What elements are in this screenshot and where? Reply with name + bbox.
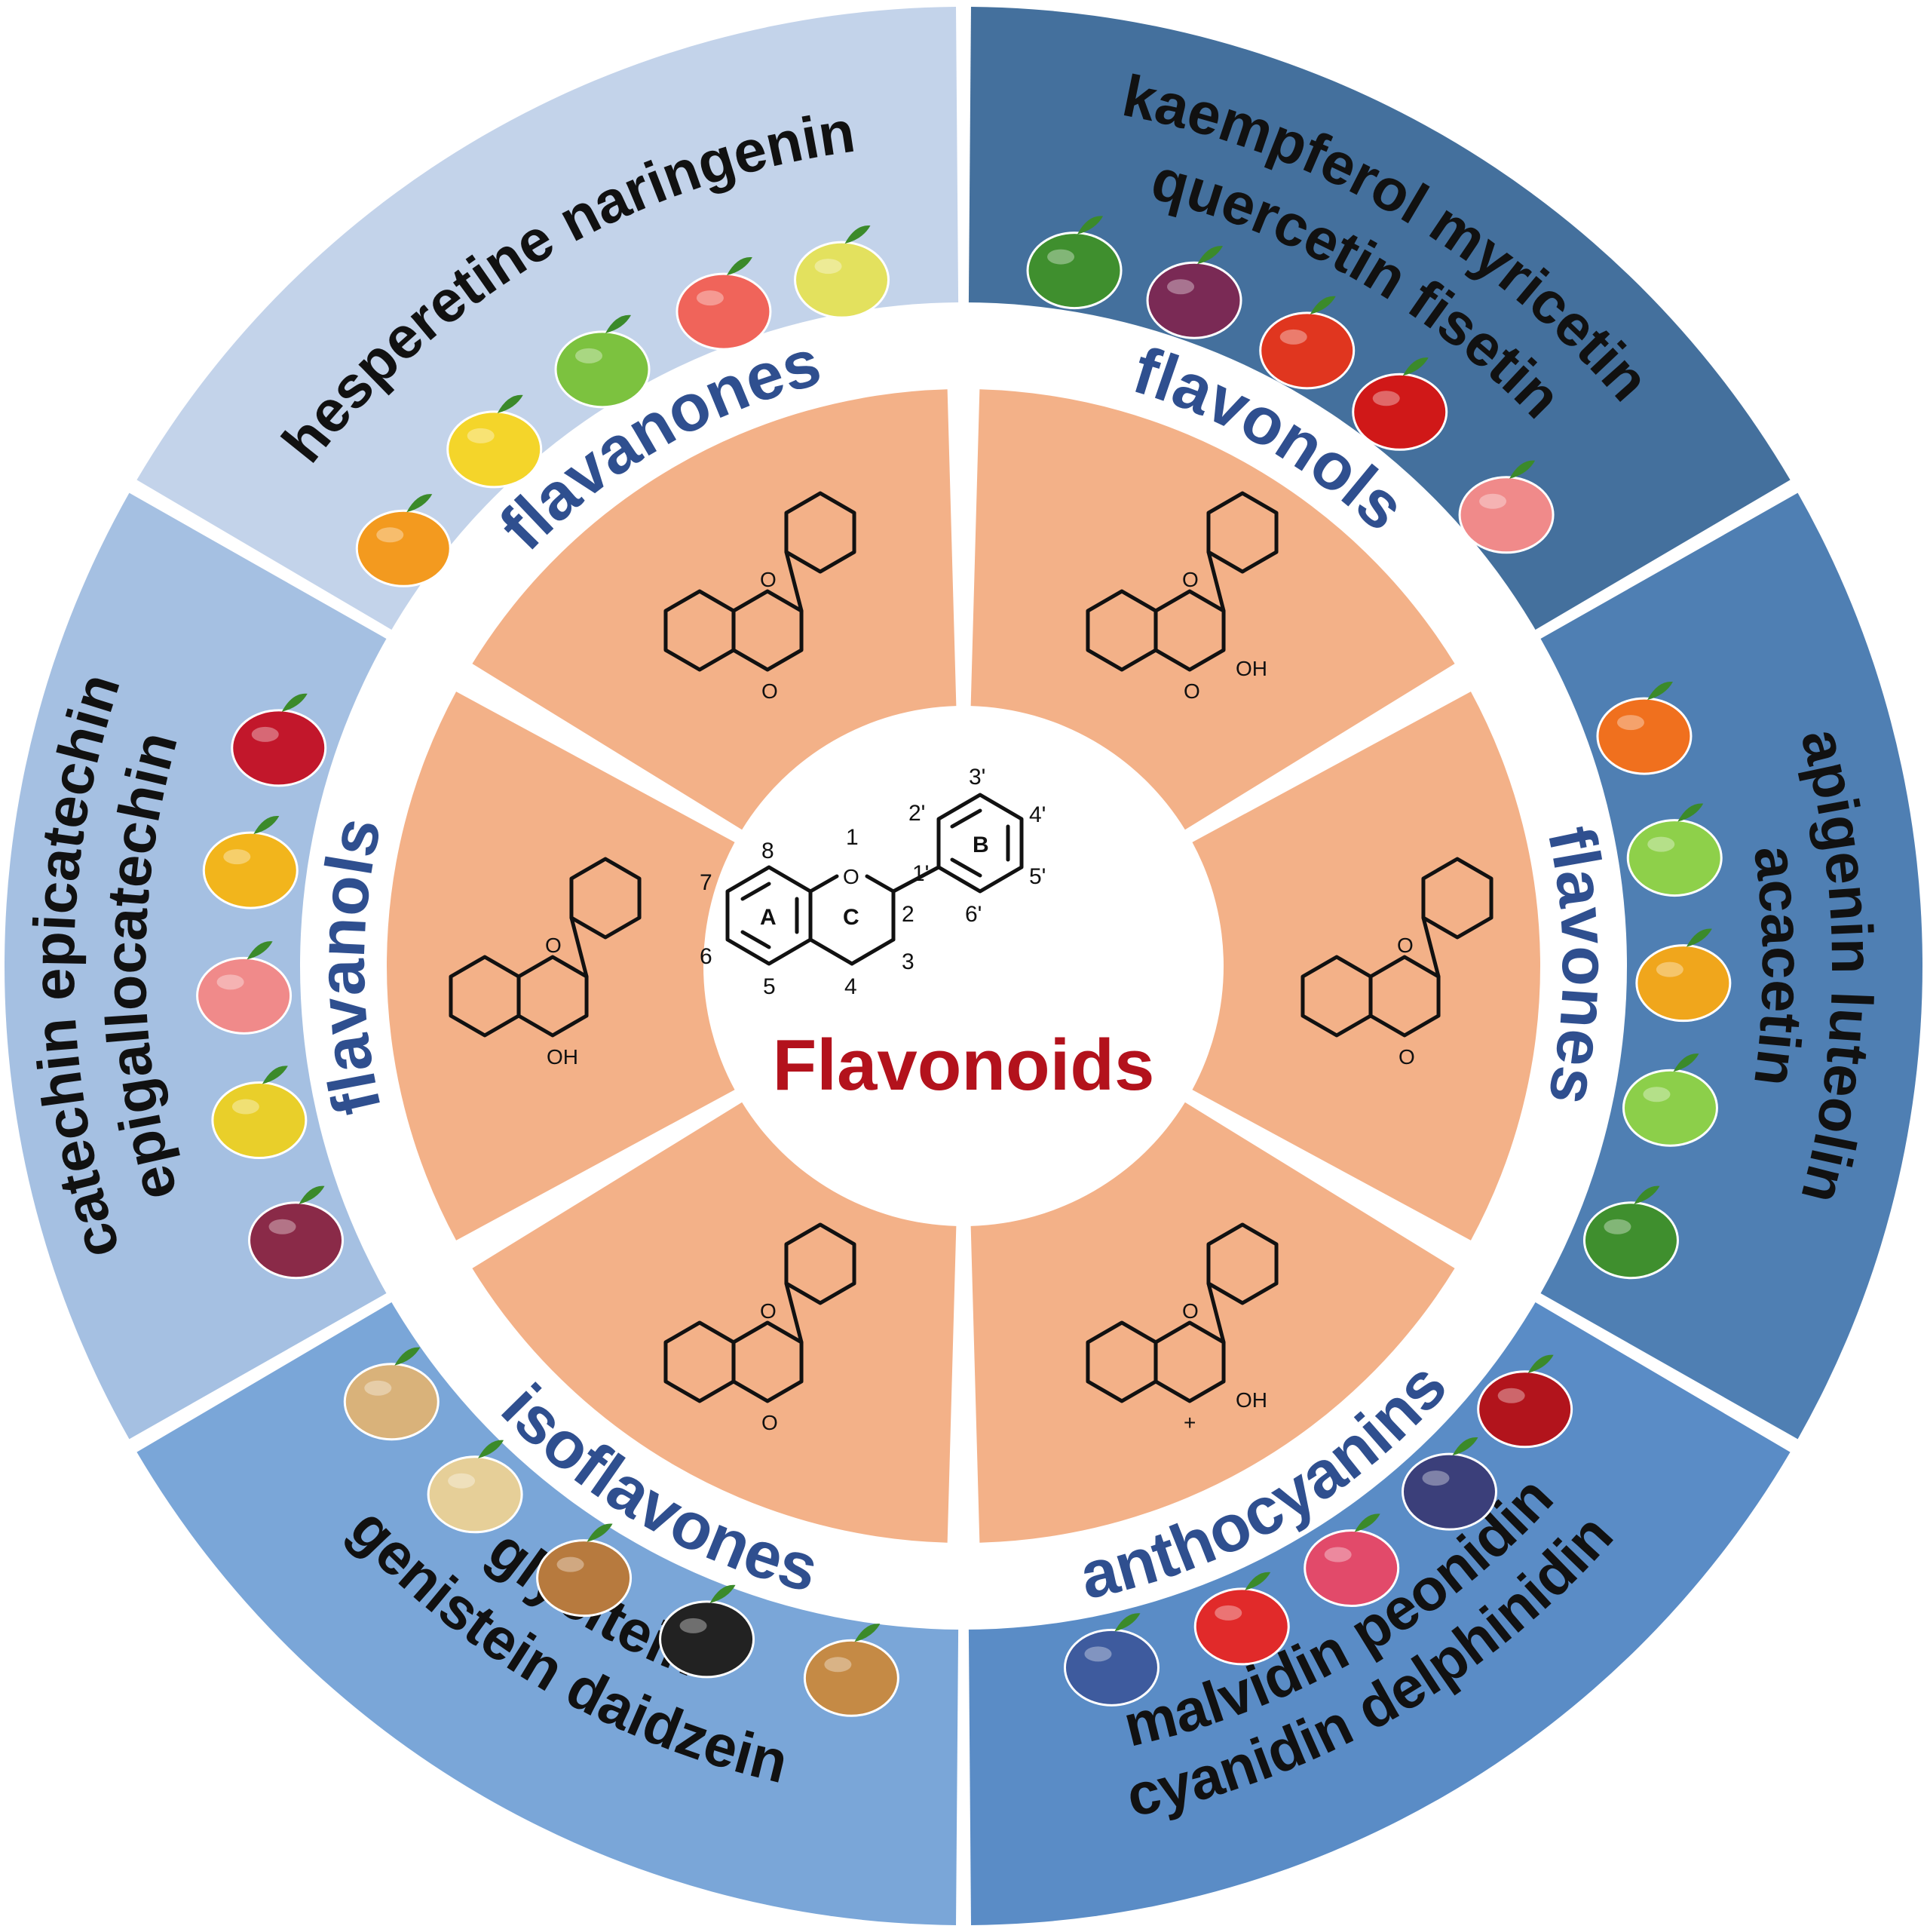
lettuce-icon xyxy=(1626,803,1723,897)
inner-sector-flavones xyxy=(1192,692,1541,1240)
structure-atom-isoflavones-0: O xyxy=(760,1299,777,1323)
pos-8: 8 xyxy=(761,839,774,863)
cherry-icon xyxy=(1477,1354,1573,1449)
black-bean-icon xyxy=(659,1584,755,1679)
inner-ring xyxy=(387,389,1541,1543)
structure-atom-flavones-1: O xyxy=(1399,1045,1415,1069)
grapefruit-icon xyxy=(676,256,772,351)
pos-4: 4 xyxy=(844,974,857,999)
soybean-icon xyxy=(427,1440,523,1534)
structure-atom-flavonols-0: O xyxy=(1182,568,1199,591)
pos-2p: 2' xyxy=(908,801,925,826)
broad-bean-icon xyxy=(803,1624,899,1717)
orange-icon xyxy=(355,494,452,587)
ring-a-label: A xyxy=(760,905,777,930)
structure-atom-flavanols-0: O xyxy=(545,934,562,957)
pomelo-icon xyxy=(794,225,890,319)
pos-1p: 1' xyxy=(912,861,929,886)
onion-icon xyxy=(1146,246,1242,339)
raspberry-icon xyxy=(1304,1513,1400,1608)
strawberry-icon xyxy=(1193,1572,1290,1666)
structure-atom-flavones-0: O xyxy=(1397,934,1414,957)
inner-sector-isoflavones xyxy=(472,1102,957,1543)
structure-atom-flavanones-1: O xyxy=(761,679,778,703)
peach-icon xyxy=(196,941,293,1035)
ring-c-label: C xyxy=(843,905,859,930)
structure-atom-anthocyanins-1: + xyxy=(1184,1411,1196,1434)
structure-atom-anthocyanins-2: OH xyxy=(1236,1388,1267,1412)
pos-6p: 6' xyxy=(965,902,982,927)
pos-2: 2 xyxy=(902,902,914,927)
structure-atom-flavonols-1: O xyxy=(1184,679,1200,703)
pear-icon xyxy=(211,1066,308,1160)
structure-flavanols: O OH xyxy=(449,857,642,1069)
structure-atom-isoflavones-1: O xyxy=(761,1411,778,1434)
chili-pepper-icon xyxy=(1352,357,1448,451)
inner-sector-flavanols xyxy=(387,692,735,1240)
core-structure: O A B C 1 2 3 4 5 6 7 8 1' 2' 3' 4' 5' 6… xyxy=(700,765,1046,999)
diagram-title: Flavonoids xyxy=(773,1025,1155,1106)
structure-atom-flavanones-0: O xyxy=(760,568,777,591)
peach-icon xyxy=(1458,460,1555,554)
blueberry-icon xyxy=(1063,1613,1160,1707)
red-grape-icon xyxy=(248,1185,345,1280)
lime-icon xyxy=(554,314,651,409)
structure-atom-flavonols-2: OH xyxy=(1236,657,1267,680)
apple-icon xyxy=(231,693,327,787)
inner-sector-flavonols xyxy=(970,389,1455,830)
center-disc xyxy=(711,713,1216,1219)
structure-flavonols: O O OH xyxy=(1086,491,1279,703)
food-icons xyxy=(196,216,1732,1717)
pos-4p: 4' xyxy=(1029,802,1046,827)
pos-5: 5 xyxy=(763,974,776,999)
peanut-icon xyxy=(343,1347,440,1441)
carrot-icon xyxy=(1596,681,1693,775)
pos-5p: 5' xyxy=(1029,864,1046,889)
pos-3p: 3' xyxy=(969,765,985,790)
tomato-icon xyxy=(1259,296,1356,390)
pos-6: 6 xyxy=(700,944,712,969)
inner-sector-anthocyanins xyxy=(970,1102,1455,1543)
broccoli-icon xyxy=(1582,1185,1679,1280)
pos-3: 3 xyxy=(902,949,914,974)
structure-atom-anthocyanins-0: O xyxy=(1182,1299,1199,1323)
broccoli-icon xyxy=(1026,216,1123,310)
inner-sector-flavanones xyxy=(472,389,957,830)
grape-icon xyxy=(1401,1437,1497,1531)
ring-b-label: B xyxy=(973,833,989,857)
structure-isoflavones: OO xyxy=(663,1222,856,1434)
structure-atom-flavanols-1: OH xyxy=(547,1045,578,1069)
structure-flavones: OO xyxy=(1300,857,1494,1069)
celery-icon xyxy=(1622,1053,1718,1147)
compound-label-flavones-1: acacetin xyxy=(1742,842,1816,1090)
pos-7: 7 xyxy=(700,870,712,895)
core-oxygen: O xyxy=(843,865,859,888)
lemon-icon xyxy=(446,394,543,489)
mango-icon xyxy=(202,815,299,909)
structure-anthocyanins: O + OH xyxy=(1086,1222,1279,1434)
bell-pepper-icon xyxy=(1635,928,1732,1023)
structure-flavanones: OO xyxy=(663,491,856,703)
mixed-nuts-icon xyxy=(536,1523,633,1618)
pos-1: 1 xyxy=(846,825,859,850)
